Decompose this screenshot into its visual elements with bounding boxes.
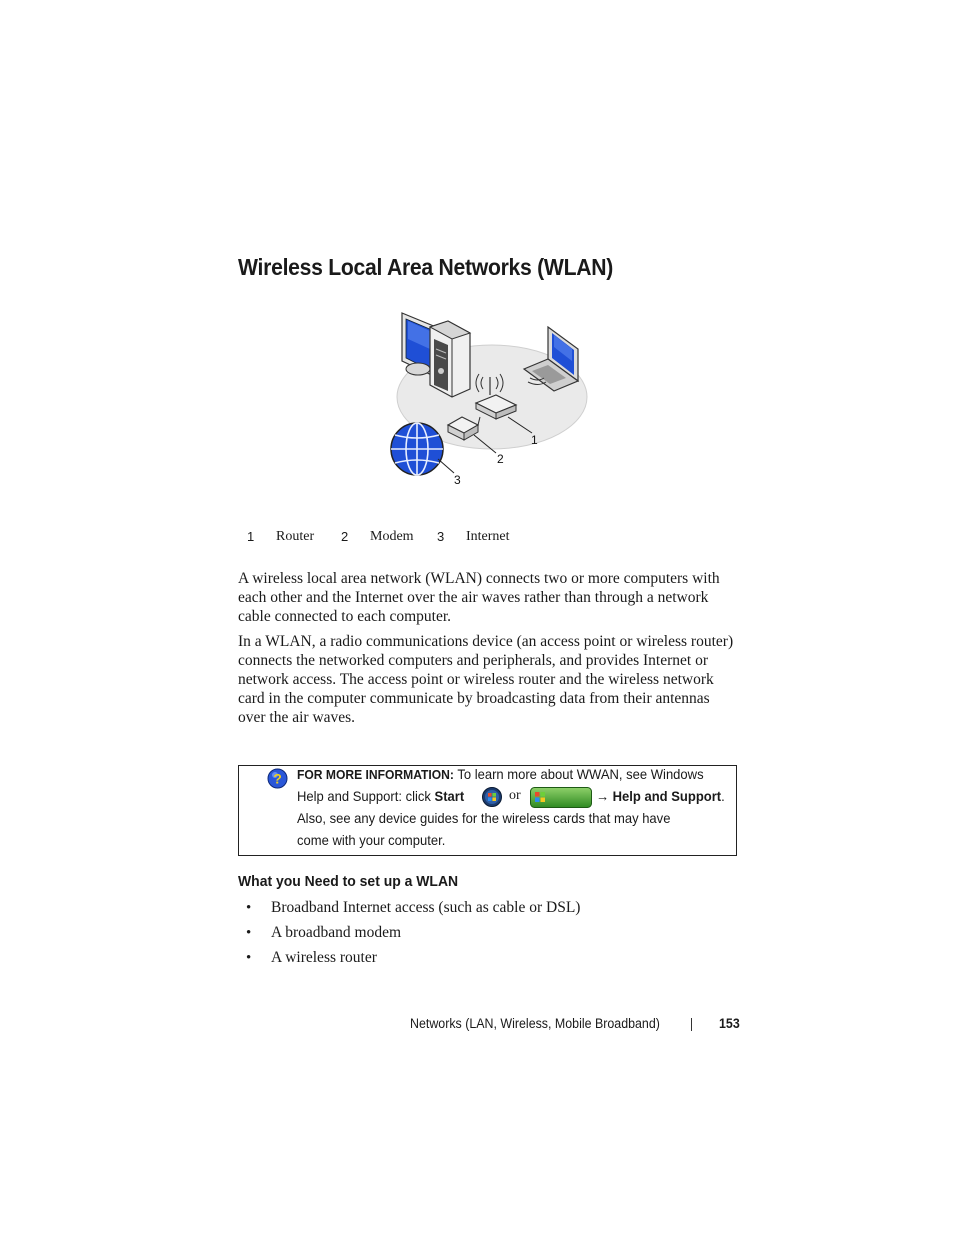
section-heading: What you Need to set up a WLAN	[238, 873, 459, 890]
paragraph: In a WLAN, a radio communications device…	[238, 633, 734, 726]
callout-3: 3	[454, 473, 461, 487]
page-title: Wireless Local Area Networks (WLAN)	[238, 254, 614, 280]
start-label: Start	[434, 788, 465, 804]
wlan-diagram: 1 2 3	[390, 312, 588, 487]
legend-label-router: Router	[276, 529, 315, 544]
list-item: A broadband modem	[271, 924, 402, 941]
note-text: Help and Support: click	[297, 788, 435, 804]
windows-start-orb-icon	[482, 787, 502, 807]
period-text: .	[721, 788, 725, 804]
list-item: A wireless router	[271, 949, 377, 966]
legend-label-internet: Internet	[466, 529, 510, 544]
laptop-icon	[522, 325, 580, 392]
list-item: Broadband Internet access (such as cable…	[271, 899, 581, 916]
legend-label-modem: Modem	[370, 529, 414, 544]
wireless-signal-icon	[475, 373, 547, 393]
callout-2: 2	[497, 452, 504, 466]
callout-1: 1	[531, 433, 538, 447]
legend-num-3: 3	[437, 529, 445, 544]
note-line-2-end: → Help and Support.	[596, 788, 725, 804]
globe-icon	[390, 422, 444, 476]
page-number: 153	[719, 1016, 740, 1031]
help-and-support-label: Help and Support	[612, 788, 722, 804]
footer-section-title: Networks (LAN, Wireless, Mobile Broadban…	[410, 1016, 660, 1031]
bullet-icon: •	[246, 900, 252, 916]
paragraph: A wireless local area network (WLAN) con…	[238, 570, 720, 625]
note-line-2: Help and Support: click Start	[297, 788, 464, 804]
note-text: To learn more about WWAN, see Windows	[453, 766, 704, 782]
note-line-1: FOR MORE INFORMATION: To learn more abou…	[297, 766, 704, 782]
modem-icon	[446, 416, 481, 441]
legend-num-1: 1	[247, 529, 255, 544]
bullet-icon: •	[246, 925, 252, 941]
note-label: FOR MORE INFORMATION:	[297, 767, 454, 782]
svg-text:?: ?	[273, 771, 282, 787]
callout-2-leader	[473, 434, 497, 454]
question-mark-icon: ?	[267, 768, 288, 789]
windows-start-button-icon	[530, 787, 592, 808]
bullet-icon: •	[246, 950, 252, 966]
or-text: or	[509, 788, 521, 803]
callout-3-leader	[437, 458, 455, 474]
footer-divider	[691, 1018, 692, 1031]
note-box	[238, 765, 737, 856]
note-line-3: Also, see any device guides for the wire…	[297, 810, 671, 826]
desktop-tower-icon	[428, 320, 472, 398]
callout-1-leader	[507, 416, 533, 434]
router-icon	[474, 377, 518, 420]
legend-num-2: 2	[341, 529, 349, 544]
arrow-text: →	[596, 788, 610, 804]
note-line-4: come with your computer.	[297, 832, 446, 848]
